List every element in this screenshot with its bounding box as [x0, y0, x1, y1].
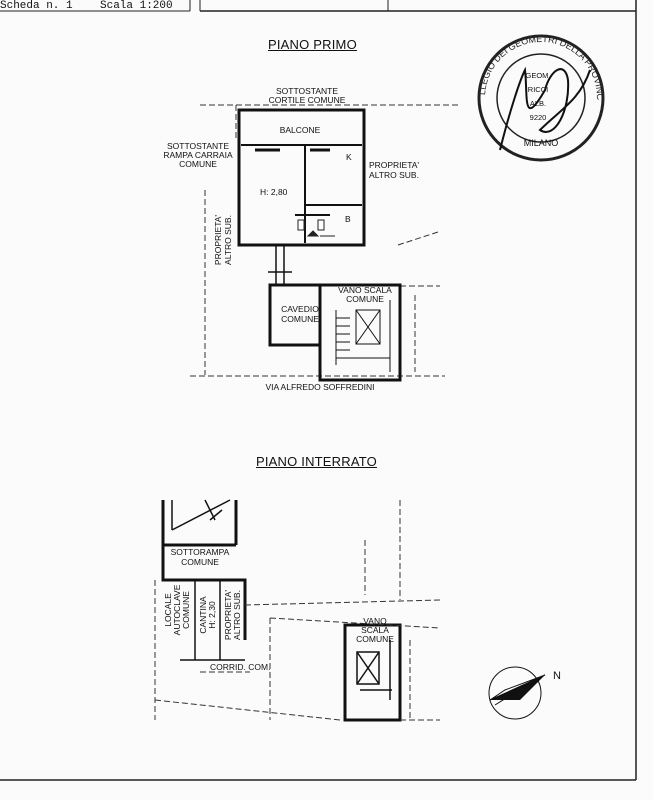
ramp-label-3: COMUNE: [179, 159, 217, 169]
basement-stair-label-2: SCALA: [361, 625, 389, 635]
stair-label-1: VANO SCALA: [338, 285, 392, 295]
stair-label-2: COMUNE: [346, 294, 384, 304]
courtyard-label-1: SOTTOSTANTE: [276, 86, 338, 96]
locale-label-3: COMUNE: [181, 591, 191, 629]
stamp-inner-4: 9220: [530, 113, 547, 122]
basement-walls: [161, 500, 402, 722]
property-left-label-2: ALTRO SUB.: [223, 215, 233, 265]
cantina-label-2: H: 2,30: [207, 601, 217, 629]
surveyor-stamp-icon: COLLEGIO DEI GEOMETRI DELLA PROVINCIA MI…: [0, 0, 605, 162]
basement-boundaries: [154, 500, 441, 721]
property-right-label-2: ALTRO SUB.: [369, 170, 419, 180]
apartment-walls: [237, 108, 366, 247]
cantina-label-1: CANTINA: [198, 596, 208, 634]
courtyard-label-2: CORTILE COMUNE: [269, 95, 346, 105]
scale-label: Scala 1:200: [100, 0, 173, 12]
first-floor-connector: [268, 245, 292, 285]
first-floor-doors: [297, 219, 335, 237]
basement-inner-lines: [171, 499, 392, 700]
stair-detail: [335, 300, 391, 372]
north-label: N: [553, 670, 561, 682]
stamp-inner-3: ALB.: [530, 99, 546, 108]
stamp-inner-1: GEOM.: [525, 71, 550, 80]
basement-title: PIANO INTERRATO: [256, 454, 377, 469]
locale-label-1: LOCALE: [163, 593, 173, 627]
cavedio-label-2: COMUNE: [281, 314, 319, 324]
property-right-label-1: PROPRIETA': [369, 160, 419, 170]
basement-stair-label-3: COMUNE: [356, 634, 394, 644]
first-floor-title: PIANO PRIMO: [268, 37, 357, 52]
signature-icon: [499, 66, 591, 151]
basement-property-label-2: ALTRO SUB.: [232, 590, 242, 640]
sottorampa-label-2: COMUNE: [181, 557, 219, 567]
basement-stair-label-1: VANO: [363, 616, 387, 626]
street-label: VIA ALFREDO SOFFREDINI: [265, 382, 374, 392]
stamp-city: MILANO: [524, 138, 559, 148]
basement-property-label-1: PROPRIETA': [223, 590, 233, 640]
corridor-label: CORRID. COM.: [210, 662, 270, 672]
stair-block-walls: [268, 283, 402, 382]
height-label: H: 2,80: [260, 187, 288, 197]
locale-label-2: AUTOCLAVE: [172, 584, 182, 635]
property-left-label-1: PROPRIETA': [213, 215, 223, 265]
sheet-number: Scheda n. 1: [0, 0, 73, 12]
bath-label: B: [345, 214, 351, 224]
sottorampa-label-1: SOTTORAMPA: [171, 547, 230, 557]
balcony-label: BALCONE: [280, 125, 321, 135]
north-arrow-icon: [488, 666, 546, 720]
stamp-inner-2: RICCI: [528, 85, 548, 94]
kitchen-label: K: [346, 152, 352, 162]
ramp-label-1: SOTTOSTANTE: [167, 141, 229, 151]
sheet-frame: [0, 0, 637, 781]
apartment-interior-walls: [241, 144, 362, 243]
ramp-label-2: RAMPA CARRAIA: [163, 150, 233, 160]
cavedio-label-1: CAVEDIO: [281, 304, 319, 314]
